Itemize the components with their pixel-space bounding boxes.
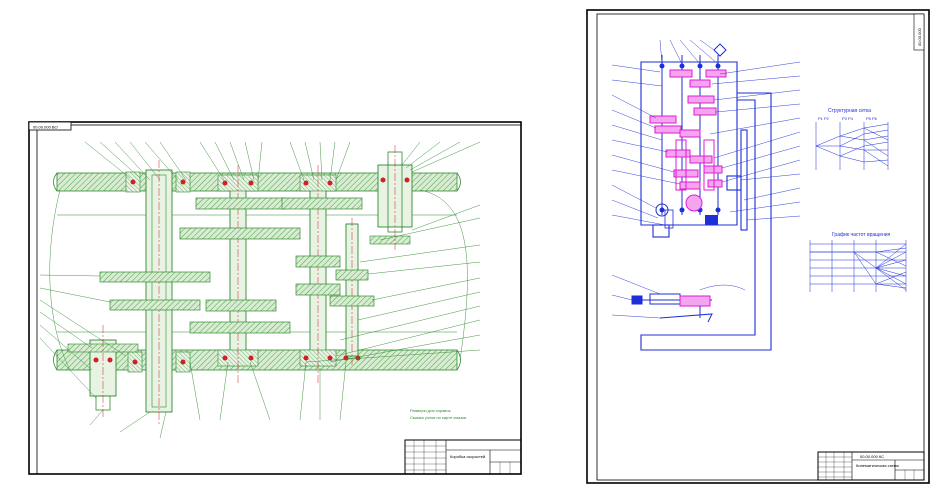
title-block-name-1: Коробка скоростей: [450, 454, 485, 459]
note-line-2: Смазка узлов по карте смазки.: [410, 415, 467, 420]
title-block-code-2: 00.00.000 КС: [860, 454, 884, 459]
title-block-sheet2: 00.00.000 КС Кинематическая схема: [817, 451, 925, 481]
scheme-housing: [640, 61, 772, 351]
scheme-feed: [631, 293, 713, 323]
shaft-fourth: [329, 218, 375, 365]
corner-stamp-text: 00.00.000 ВО: [33, 125, 58, 130]
spindle-top: [369, 145, 413, 250]
note-line-1: Размеры для справок.: [410, 408, 451, 413]
chart-structure-grid: Структурная сетка P1 P2 P3 P4 P5 P6: [815, 108, 889, 170]
chart-frequency-graph: График частот вращения: [809, 232, 907, 292]
scheme-gears: [649, 43, 727, 229]
title-block-name-2: Кинематическая схема: [856, 463, 900, 468]
chart-top-title: Структурная сетка: [828, 108, 871, 114]
leader-lines: [39, 141, 481, 439]
shaft-second: [179, 165, 301, 385]
chart-top-col-2: P3 P4: [842, 116, 854, 121]
title-block-sheet1: Коробка скоростей: [404, 439, 522, 475]
chart-bottom-title: График частот вращения: [832, 232, 891, 238]
corner-stamp: 00.00.000 ВО: [28, 121, 72, 131]
pinion-lower: [67, 325, 139, 418]
chart-top-col-3: P5 P6: [866, 116, 878, 121]
scheme-leaders: [611, 39, 801, 319]
sheet-assembly: 00.00.000 ВО: [28, 121, 522, 475]
side-stamp: 00.00.000: [913, 13, 925, 51]
sheet-kinematic: 00.00.000: [586, 9, 930, 484]
drawing-notes: Размеры для справок. Смазка узлов по кар…: [410, 408, 467, 420]
chart-top-col-1: P1 P2: [818, 116, 830, 121]
side-stamp-text: 00.00.000: [917, 27, 922, 46]
shaft-input: [99, 160, 211, 425]
shaft-third: [281, 165, 363, 385]
